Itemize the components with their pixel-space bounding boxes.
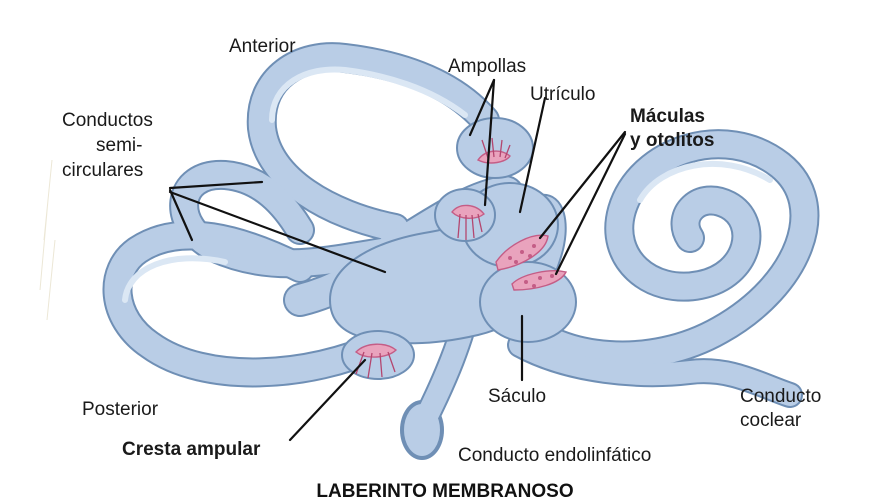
label-conductos-3: circulares [62,160,143,181]
label-conducto-coclear-1: Conducto [740,386,821,407]
label-conducto-coclear-2: coclear [740,410,802,431]
label-saculo: Sáculo [488,386,546,407]
label-conducto-endolinfatico: Conducto endolinfático [458,445,651,466]
label-conductos-2: semi- [96,135,142,156]
label-ampollas: Ampollas [448,56,526,77]
label-maculas-2: y otolitos [630,130,714,151]
diagram-title: LABERINTO MEMBRANOSO [316,481,573,502]
label-anterior: Anterior [229,36,296,57]
ampulla-anterior [457,118,533,178]
label-utriculo: Utrículo [530,84,595,105]
left-edge-decoration [40,160,55,320]
label-maculas-1: Máculas [630,106,705,127]
label-cresta-ampular: Cresta ampular [122,439,261,460]
label-conductos-1: Conductos [62,110,153,131]
label-posterior: Posterior [82,399,159,420]
